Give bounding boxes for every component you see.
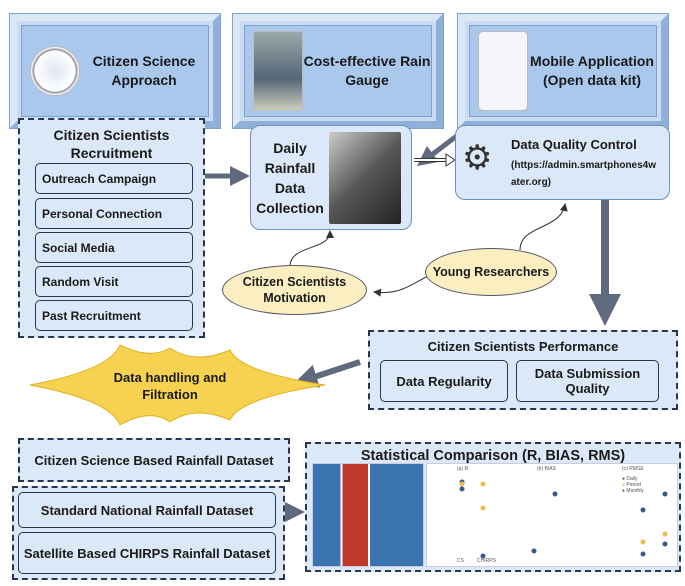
curved-arrow (519, 203, 568, 251)
dataset-chirps: Satellite Based CHIRPS Rainfall Dataset (18, 532, 276, 574)
phone-screenshot (478, 31, 528, 111)
arrow (293, 359, 361, 388)
rainfall-maps (312, 463, 424, 567)
logo-icon (30, 46, 80, 96)
recruitment-item: Outreach Campaign (35, 163, 193, 194)
citizen-science-approach-box: Citizen Science Approach (10, 14, 220, 128)
data-collection-box: Daily Rainfall Data Collection (250, 125, 412, 230)
recruitment-item: Past Recruitment (35, 300, 193, 331)
curved-arrow (373, 274, 431, 297)
filtration-label: Data handling and Filtration (113, 370, 227, 402)
rain-gauge-photo (253, 31, 303, 111)
plot-legend: ● Daily● Period● Monthly (622, 476, 644, 494)
mobile-application-box: Mobile Application (Open data kit) (458, 14, 668, 128)
plot-points (459, 479, 668, 559)
rain-gauge-box: Cost-effective Rain Gauge (233, 14, 443, 128)
dataset-national: Standard National Rainfall Dataset (18, 492, 276, 528)
recruitment-item: Random Visit (35, 266, 193, 297)
statistics-plots: (a) R (b) BIAS (c) RMSE CS CHIRPS ● Dail… (426, 463, 678, 567)
data-quality-box: ⚙ Data Quality Control (https://admin.sm… (455, 125, 670, 200)
filtration-star (29, 344, 326, 426)
recruitment-item: Personal Connection (35, 198, 193, 229)
arrow (417, 133, 460, 167)
recruitment-item: Social Media (35, 232, 193, 263)
phone-photo (329, 131, 401, 224)
motivation-ellipse: Citizen Scientists Motivation (222, 265, 367, 315)
curved-arrow (289, 230, 334, 267)
gear-hand-icon: ⚙ (462, 139, 493, 177)
recruitment-title: Citizen Scientists Recruitment (53, 127, 170, 161)
dataset-citizen: Citizen Science Based Rainfall Dataset (18, 438, 290, 482)
performance-item: Data Regularity (380, 360, 508, 402)
young-researchers-ellipse: Young Researchers (425, 248, 557, 296)
performance-item: Data Submission Quality (516, 360, 659, 402)
